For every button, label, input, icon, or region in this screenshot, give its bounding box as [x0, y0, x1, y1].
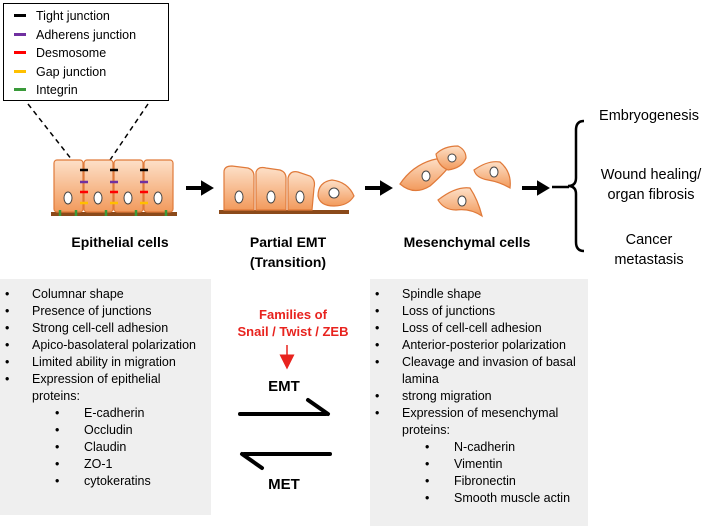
legend-swatch	[14, 51, 26, 55]
partial-nucleus-4	[328, 187, 340, 199]
legend-label: Tight junction	[36, 9, 110, 23]
legend-swatch	[14, 14, 26, 18]
legend-label: Gap junction	[36, 64, 107, 79]
feature-item: Spindle shape	[370, 286, 588, 303]
outcome-embryogenesis: Embryogenesis	[599, 108, 699, 124]
epithelial-nucleus-4	[153, 191, 163, 205]
legend-item: Integrin	[14, 83, 78, 97]
partial-nucleus-1	[234, 190, 244, 204]
epithelial-cells-illustration	[51, 159, 177, 216]
legend-item: Gap junction	[14, 65, 106, 79]
progression-arrow-3	[522, 180, 550, 196]
feature-item: Expression of epithelial proteins:	[0, 371, 211, 405]
mesenchymal-nucleus-2	[447, 153, 457, 163]
epithelial-feature-panel: Columnar shapePresence of junctionsStron…	[0, 279, 211, 515]
feature-item: ZO-1	[0, 456, 211, 473]
legend-label: Adherens junction	[36, 27, 137, 42]
feature-item: Cleavage and invasion of basal lamina	[370, 354, 588, 388]
mesenchymal-illustration	[399, 145, 511, 218]
mesenchymal-feature-panel: Spindle shapeLoss of junctionsLoss of ce…	[370, 279, 588, 526]
epithelial-nucleus-2	[93, 191, 103, 205]
legend-item: Tight junction	[14, 9, 110, 23]
feature-item: Claudin	[0, 439, 211, 456]
progression-arrow-2	[365, 180, 393, 196]
partial-basal-lamina	[219, 210, 349, 214]
epithelial-cell-4	[143, 159, 174, 213]
partial-emt-illustration	[219, 165, 355, 214]
transcription-factor-label: Families of Snail / Twist / ZEB	[228, 306, 358, 340]
outcome-cancer-line2: metastasis	[614, 252, 684, 268]
feature-item: Smooth muscle actin	[370, 490, 588, 507]
legend-swatch	[14, 88, 26, 92]
mesenchymal-feature-list: Spindle shapeLoss of junctionsLoss of ce…	[370, 286, 588, 507]
legend-item: Desmosome	[14, 46, 106, 60]
met-reverse-arrow	[240, 452, 332, 470]
epithelial-nucleus-3	[123, 191, 133, 205]
outcome-cancer-line1: Cancer	[625, 232, 673, 248]
outcome-wound-healing-line1: Wound healing/	[600, 167, 702, 183]
feature-item: Apico-basolateral polarization	[0, 337, 211, 354]
feature-item: Presence of junctions	[0, 303, 211, 320]
mesenchymal-nucleus-1	[421, 170, 431, 182]
transcription-factor-line1: Families of	[259, 307, 327, 322]
feature-item: Columnar shape	[0, 286, 211, 303]
feature-item: E-cadherin	[0, 405, 211, 422]
epithelial-feature-list: Columnar shapePresence of junctionsStron…	[0, 286, 211, 490]
legend-swatch	[14, 32, 26, 36]
partial-emt-label-line1: Partial EMT	[249, 234, 327, 250]
feature-item: Limited ability in migration	[0, 354, 211, 371]
feature-item: Loss of cell-cell adhesion	[370, 320, 588, 337]
partial-nucleus-2	[266, 190, 276, 204]
feature-item: Expression of mesenchymal proteins:	[370, 405, 588, 439]
partial-nucleus-3	[295, 190, 305, 204]
epithelial-nucleus-1	[63, 191, 73, 205]
feature-item: Occludin	[0, 422, 211, 439]
legend-swatch	[14, 69, 26, 73]
outcome-wound-healing-line2: organ fibrosis	[607, 187, 695, 203]
epithelial-basal-lamina	[51, 212, 177, 216]
epithelial-cell-2	[83, 159, 114, 213]
emt-label: EMT	[268, 378, 300, 395]
mesenchymal-nucleus-3	[489, 166, 499, 178]
junction-markers	[58, 168, 168, 216]
feature-item: cytokeratins	[0, 473, 211, 490]
zoom-line-right	[109, 103, 149, 161]
partial-cell-1	[223, 165, 255, 211]
met-label: MET	[268, 476, 300, 493]
feature-item: Loss of junctions	[370, 303, 588, 320]
partial-emt-label-line2: (Transition)	[249, 254, 327, 270]
mesenchymal-nucleus-4	[457, 195, 467, 207]
feature-item: strong migration	[370, 388, 588, 405]
zoom-line-left	[27, 103, 73, 161]
epithelial-cells-label: Epithelial cells	[71, 234, 169, 250]
epithelial-cell-3	[113, 159, 144, 213]
feature-item: Vimentin	[370, 456, 588, 473]
mesenchymal-cells-label: Mesenchymal cells	[403, 234, 531, 250]
transcription-factor-line2: Snail / Twist / ZEB	[237, 324, 349, 339]
legend-label: Desmosome	[36, 46, 107, 60]
emt-forward-arrow	[238, 398, 330, 416]
progression-arrow-1	[186, 180, 214, 196]
outcome-brace	[567, 119, 585, 253]
feature-item: Anterior-posterior polarization	[370, 337, 588, 354]
epithelial-cell-1	[53, 159, 84, 213]
partial-cell-2	[255, 166, 287, 211]
legend-label: Integrin	[36, 83, 78, 97]
feature-item: Strong cell-cell adhesion	[0, 320, 211, 337]
feature-item: N-cadherin	[370, 439, 588, 456]
legend-item: Adherens junction	[14, 28, 136, 42]
feature-item: Fibronectin	[370, 473, 588, 490]
